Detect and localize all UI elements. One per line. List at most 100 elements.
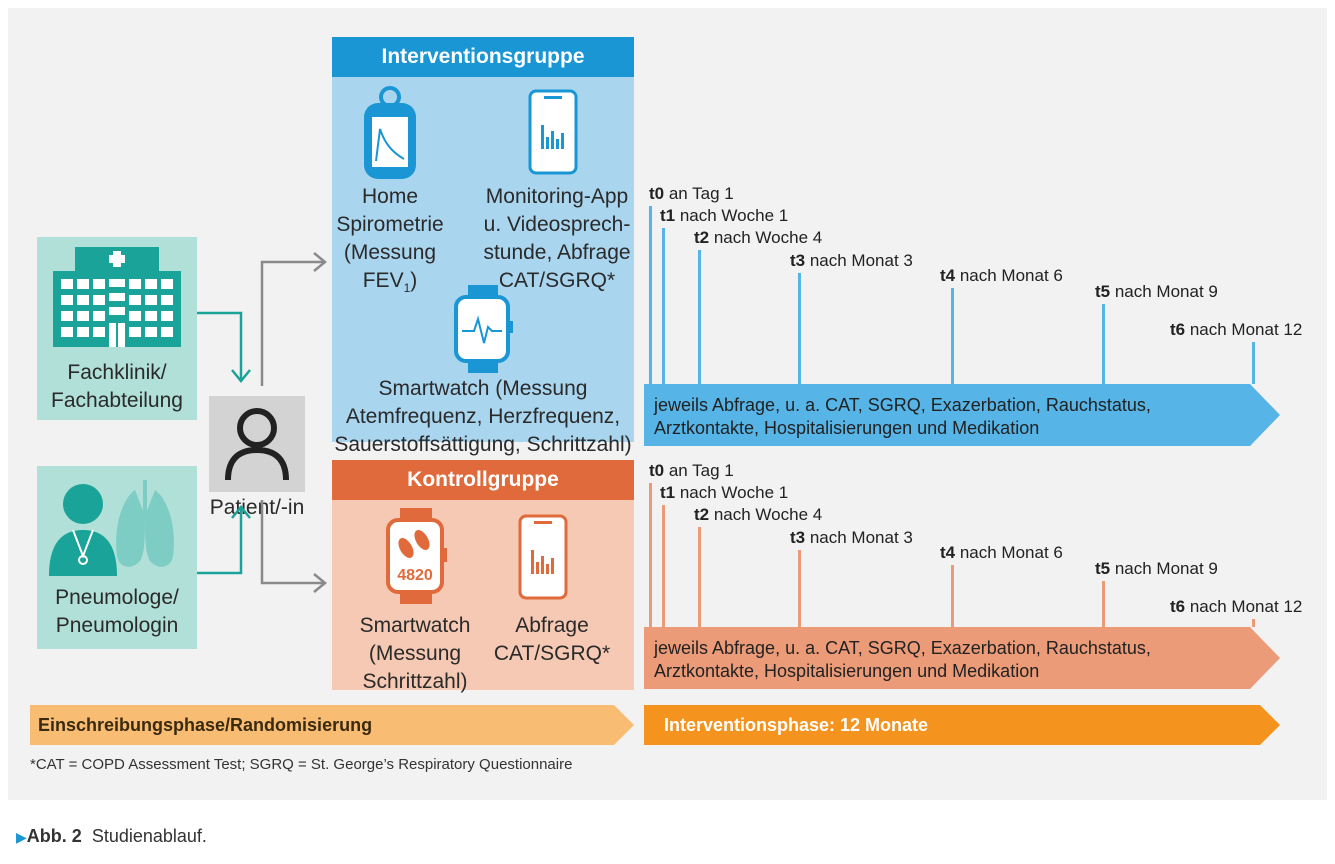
enrollment-phase-arrow xyxy=(30,705,634,745)
control-timepoint-tick-t3 xyxy=(798,550,801,627)
smartwatch-steps-icon: 4820 xyxy=(386,508,447,604)
control-box: 4820 Smartwatch (Messung Schrittzahl) Ab… xyxy=(332,500,634,693)
intervention-timepoint-label-t0: t0 an Tag 1 xyxy=(649,184,734,204)
caption-marker: ▶ xyxy=(16,829,27,845)
intervention-survey-line2: Arztkontakte, Hospitalisierungen und Med… xyxy=(654,418,1040,438)
watch-step-count: 4820 xyxy=(397,567,433,584)
intervention-timepoint-label-t2: t2 nach Woche 4 xyxy=(694,228,822,248)
intervention-timepoint-label-t5: t5 nach Monat 9 xyxy=(1095,282,1218,302)
pulmonologist-label-line2: Pneumologin xyxy=(55,614,179,637)
intervention-timepoint-code-t3: t3 xyxy=(790,251,806,270)
smartwatch-label: Smartwatch (Messung Atemfrequenz, Herzfr… xyxy=(332,375,634,459)
control-timepoint-tick-t4 xyxy=(951,565,954,627)
control-timepoint-tick-t1 xyxy=(662,505,665,627)
control-timepoint-code-t0: t0 xyxy=(649,461,665,480)
intervention-timepoint-code-t6: t6 xyxy=(1170,320,1186,339)
app-line2: u. Videosprech- xyxy=(483,213,631,236)
intervention-phase-label: Interventionsphase: 12 Monate xyxy=(664,715,929,735)
intervention-title: Interventionsgruppe xyxy=(332,37,634,77)
control-survey-line2: CAT/SGRQ* xyxy=(493,642,611,665)
control-timepoint-tick-t0 xyxy=(649,483,652,627)
intervention-survey-text: jeweils Abfrage, u. a. CAT, SGRQ, Exazer… xyxy=(654,394,1151,440)
spirometry-subscript: 1 xyxy=(403,281,411,296)
control-timepoint-text-t3: nach Monat 3 xyxy=(805,528,913,547)
control-survey-text: jeweils Abfrage, u. a. CAT, SGRQ, Exazer… xyxy=(654,637,1151,683)
control-timepoint-label-t1: t1 nach Woche 1 xyxy=(660,483,788,503)
patient-label: Patient/-in xyxy=(209,496,305,519)
control-timepoint-tick-t2 xyxy=(698,527,701,627)
intervention-timepoint-code-t0: t0 xyxy=(649,184,665,203)
control-watch-label: Smartwatch (Messung Schrittzahl) xyxy=(350,612,480,696)
app-line1: Monitoring-App xyxy=(485,185,629,208)
control-timepoint-code-t3: t3 xyxy=(790,528,806,547)
intervention-timepoint-tick-t0 xyxy=(649,206,652,384)
clinic-box: Fachklinik/ Fachabteilung xyxy=(37,237,197,420)
watch-line1: Smartwatch (Messung xyxy=(378,377,588,400)
spirometer-icon xyxy=(364,86,416,179)
control-survey-line2: Arztkontakte, Hospitalisierungen und Med… xyxy=(654,661,1040,681)
intervention-timepoint-code-t4: t4 xyxy=(940,266,956,285)
gray-arrows xyxy=(260,252,327,593)
smartphone-chart-icon xyxy=(518,514,568,600)
control-timepoint-code-t6: t6 xyxy=(1170,597,1186,616)
control-watch-line3: Schrittzahl) xyxy=(362,670,468,693)
control-timepoint-label-t5: t5 nach Monat 9 xyxy=(1095,559,1218,579)
control-timepoint-text-t4: nach Monat 6 xyxy=(955,543,1063,562)
connector-arrows xyxy=(197,252,327,593)
watch-line2: Atemfrequenz, Herzfrequenz, xyxy=(345,405,621,428)
control-timepoint-text-t1: nach Woche 1 xyxy=(675,483,789,502)
intervention-timepoint-tick-t5 xyxy=(1102,304,1105,384)
intervention-timepoint-label-t1: t1 nach Woche 1 xyxy=(660,206,788,226)
control-timepoint-tick-t5 xyxy=(1102,581,1105,627)
intervention-timepoint-text-t1: nach Woche 1 xyxy=(675,206,789,225)
intervention-timepoint-text-t5: nach Monat 9 xyxy=(1110,282,1218,301)
intervention-timepoint-code-t2: t2 xyxy=(694,228,710,247)
person-icon xyxy=(225,408,289,481)
control-timepoint-text-t5: nach Monat 9 xyxy=(1110,559,1218,578)
intervention-timepoint-text-t2: nach Woche 4 xyxy=(709,228,823,247)
intervention-phase-arrow xyxy=(644,705,1280,745)
intervention-timepoint-tick-t6 xyxy=(1252,342,1255,384)
control-survey-arrow xyxy=(644,627,1280,689)
control-watch-line1: Smartwatch xyxy=(359,614,471,637)
control-timepoint-text-t0: an Tag 1 xyxy=(664,461,734,480)
smartwatch-heart-icon xyxy=(454,285,513,373)
figure-caption: ▶Abb. 2 Studienablauf. xyxy=(16,824,207,849)
intervention-survey-arrow xyxy=(644,384,1280,446)
control-survey-line1: jeweils Abfrage, u. a. CAT, SGRQ, Exazer… xyxy=(654,638,1151,658)
figure-panel: Fachklinik/ Fachabteilung Pneumologe/ Pn… xyxy=(8,8,1327,800)
doctor-lungs-icon xyxy=(49,480,174,576)
teal-arrows xyxy=(197,311,251,575)
control-watch-line2: (Messung xyxy=(368,642,462,665)
spirometry-label: Home Spirometrie (Messung FEV1) xyxy=(332,183,448,302)
app-line4: CAT/SGRQ* xyxy=(498,269,616,292)
spirometry-line3-text: (Messung FEV xyxy=(343,241,437,292)
control-timepoint-label-t3: t3 nach Monat 3 xyxy=(790,528,913,548)
intervention-timepoint-tick-t2 xyxy=(698,250,701,384)
pulmonologist-label-line1: Pneumologe/ xyxy=(55,586,179,609)
spirometry-close: ) xyxy=(410,269,418,292)
watch-line3: Sauerstoffsättigung, Schrittzahl) xyxy=(334,433,632,456)
control-timepoint-label-t4: t4 nach Monat 6 xyxy=(940,543,1063,563)
intervention-timepoint-code-t5: t5 xyxy=(1095,282,1111,301)
intervention-timepoint-label-t6: t6 nach Monat 12 xyxy=(1170,320,1302,340)
intervention-box: Home Spirometrie (Messung FEV1) Monitori… xyxy=(332,77,634,456)
control-timepoint-label-t6: t6 nach Monat 12 xyxy=(1170,597,1302,617)
spirometry-line3: (Messung FEV1) xyxy=(332,239,448,302)
control-timepoint-code-t4: t4 xyxy=(940,543,956,562)
control-timepoint-code-t1: t1 xyxy=(660,483,676,502)
intervention-timepoint-label-t4: t4 nach Monat 6 xyxy=(940,266,1063,286)
intervention-timepoint-text-t0: an Tag 1 xyxy=(664,184,734,203)
pulmonologist-box: Pneumologe/ Pneumologin xyxy=(37,466,197,649)
control-timepoint-code-t2: t2 xyxy=(694,505,710,524)
intervention-timepoint-tick-t3 xyxy=(798,273,801,384)
control-timepoint-text-t2: nach Woche 4 xyxy=(709,505,823,524)
control-title: Kontrollgruppe xyxy=(332,460,634,500)
spirometry-line1: Home xyxy=(361,185,419,208)
intervention-timepoint-text-t6: nach Monat 12 xyxy=(1185,320,1303,339)
control-timepoint-code-t5: t5 xyxy=(1095,559,1111,578)
control-survey-label: Abfrage CAT/SGRQ* xyxy=(492,612,612,668)
control-timepoint-tick-t6 xyxy=(1252,619,1255,627)
